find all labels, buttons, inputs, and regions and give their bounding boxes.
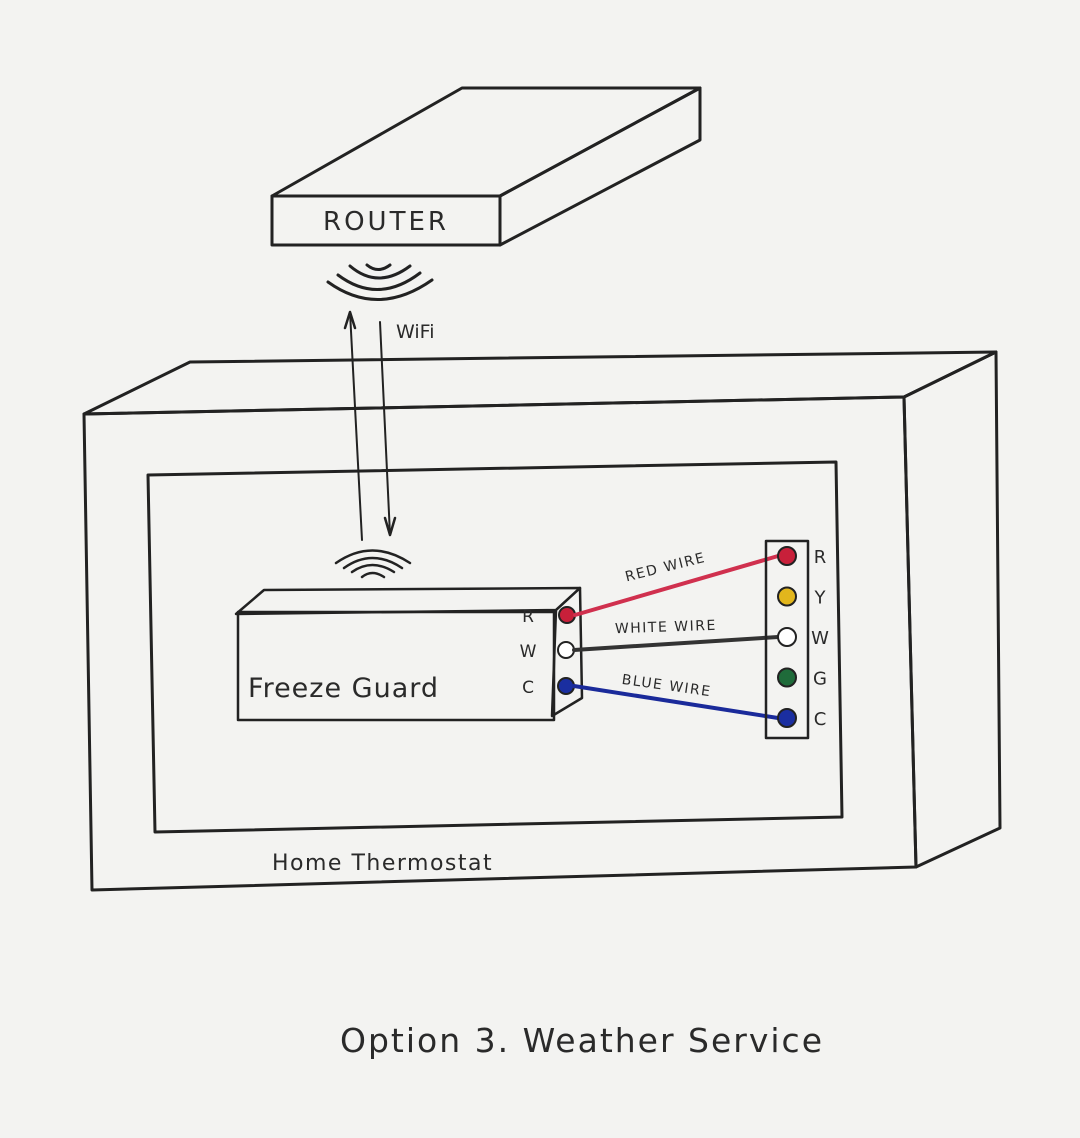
wifi-link: WiFi xyxy=(343,310,434,541)
wire-blue-wire xyxy=(572,684,780,720)
router-label: ROUTER xyxy=(323,207,449,237)
terminal-block-label-c: C xyxy=(814,709,827,730)
router-wifi-icon xyxy=(326,263,434,301)
wifi-label: WiFi xyxy=(396,321,434,343)
thermostat-label: Home Thermostat xyxy=(272,851,493,876)
freeze-guard-terminal-label-w: W xyxy=(520,642,537,662)
router: ROUTER xyxy=(270,86,702,247)
terminal-block-terminal-w xyxy=(777,627,797,647)
wire-red-wire xyxy=(573,554,780,617)
freeze-guard: Freeze Guard RWC xyxy=(234,549,584,722)
freeze-guard-label: Freeze Guard xyxy=(248,673,439,704)
terminal-block-terminal-c xyxy=(777,708,797,728)
freeze-guard-terminal-w xyxy=(557,641,575,659)
home-thermostat: Home Thermostat xyxy=(82,350,1002,892)
freeze-guard-terminal-label-c: C xyxy=(522,678,534,698)
freeze-guard-front-face xyxy=(236,610,556,722)
terminal-block-label-g: G xyxy=(813,669,827,690)
router-top-face xyxy=(270,86,702,198)
uplink-arrow xyxy=(349,311,363,541)
terminal-block-label-r: R xyxy=(814,547,827,568)
router-side-face xyxy=(498,86,702,247)
downlink-arrowhead-icon xyxy=(383,516,397,537)
thermostat-front-face xyxy=(82,395,918,892)
terminal-block-terminal-y xyxy=(777,586,797,607)
terminal-block-terminal-r xyxy=(777,546,797,566)
thermostat-side-face xyxy=(902,350,1002,869)
wire-white-wire xyxy=(572,635,780,652)
freeze-guard-terminals: RWC xyxy=(520,606,576,698)
freeze-guard-terminal-label-r: R xyxy=(522,607,534,627)
terminal-block-label-y: Y xyxy=(814,588,827,609)
downlink-arrow xyxy=(379,321,391,536)
terminal-block-label-w: W xyxy=(811,628,829,649)
uplink-arrowhead-icon xyxy=(343,310,357,330)
wire-label-white-wire: WHITE WIRE xyxy=(615,618,717,638)
freeze-guard-terminal-r xyxy=(558,606,576,624)
router-front-face xyxy=(270,194,502,247)
diagram-title: Option 3. Weather Service xyxy=(340,1021,824,1060)
freeze-guard-wifi-icon xyxy=(334,549,412,579)
freeze-guard-terminal-c xyxy=(557,677,575,695)
terminal-block-frame xyxy=(764,539,810,740)
terminal-block-terminal-g xyxy=(777,667,797,688)
